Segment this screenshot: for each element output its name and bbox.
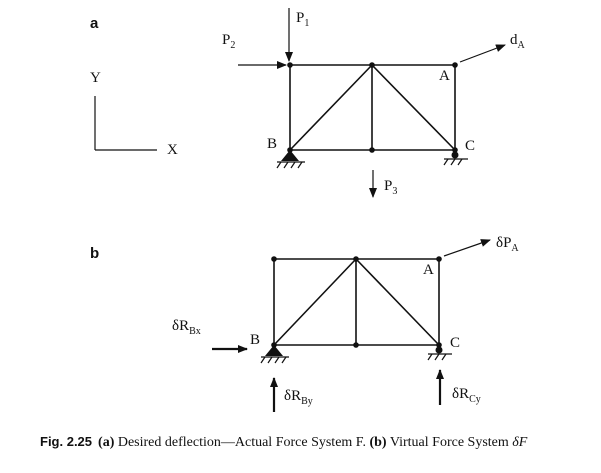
- node-c-label-b: C: [450, 335, 460, 351]
- joint-a: [369, 147, 375, 153]
- joint-a: [452, 62, 458, 68]
- figure-caption: Fig. 2.25 (a) Desired deflection—Actual F…: [40, 434, 600, 451]
- virtual-load-label: δPA: [496, 235, 519, 254]
- caption-b-text: Virtual Force System: [386, 435, 513, 450]
- pin-support-icon: [260, 345, 289, 364]
- panel-a-label: a: [90, 15, 99, 32]
- load-p1-label: P1: [296, 10, 309, 29]
- joint-a: [287, 62, 293, 68]
- truss-b: [271, 256, 442, 348]
- roller-support-icon: [427, 346, 452, 361]
- joint-b: [436, 256, 442, 262]
- joint-a: [369, 62, 375, 68]
- pin-support-icon: [276, 150, 305, 169]
- deflection-arrow: [459, 44, 506, 63]
- caption-fig-number: Fig. 2.25: [40, 434, 93, 449]
- node-a-label-b: A: [423, 262, 434, 278]
- joint-b: [436, 342, 442, 348]
- diagonal-left-b: [273, 258, 357, 346]
- joint-b: [353, 256, 359, 262]
- diagonal-left-a: [289, 64, 373, 151]
- caption-symbol: δF: [512, 435, 528, 450]
- virtual-load-arrow: [443, 239, 491, 257]
- node-a-label: A: [439, 68, 450, 84]
- joint-b: [271, 256, 277, 262]
- caption-a-tag: (a): [98, 435, 115, 450]
- load-p3-label: P3: [384, 178, 397, 197]
- reaction-by-label: δRBy: [284, 388, 313, 407]
- load-p2-label: P2: [222, 32, 235, 51]
- axis-y-label: Y: [90, 70, 101, 86]
- joint-b: [353, 342, 359, 348]
- node-b-label: B: [267, 136, 277, 152]
- panel-b-label: b: [90, 245, 99, 262]
- node-b-label-b: B: [250, 332, 260, 348]
- truss-a: [287, 62, 458, 153]
- diagonal-right-b: [355, 258, 440, 346]
- diagonal-right-a: [371, 64, 456, 151]
- node-c-label: C: [465, 138, 475, 154]
- reaction-cy-label: δRCy: [452, 386, 481, 405]
- caption-a-text: Desired deflection—Actual Force System F…: [114, 435, 370, 450]
- joint-a: [452, 147, 458, 153]
- axis-x-label: X: [167, 142, 178, 158]
- deflection-label: dA: [510, 32, 526, 51]
- caption-b-tag: (b): [369, 435, 387, 450]
- axes-icon: [94, 96, 157, 151]
- reaction-bx-label: δRBx: [172, 318, 201, 337]
- roller-support-icon: [443, 151, 468, 166]
